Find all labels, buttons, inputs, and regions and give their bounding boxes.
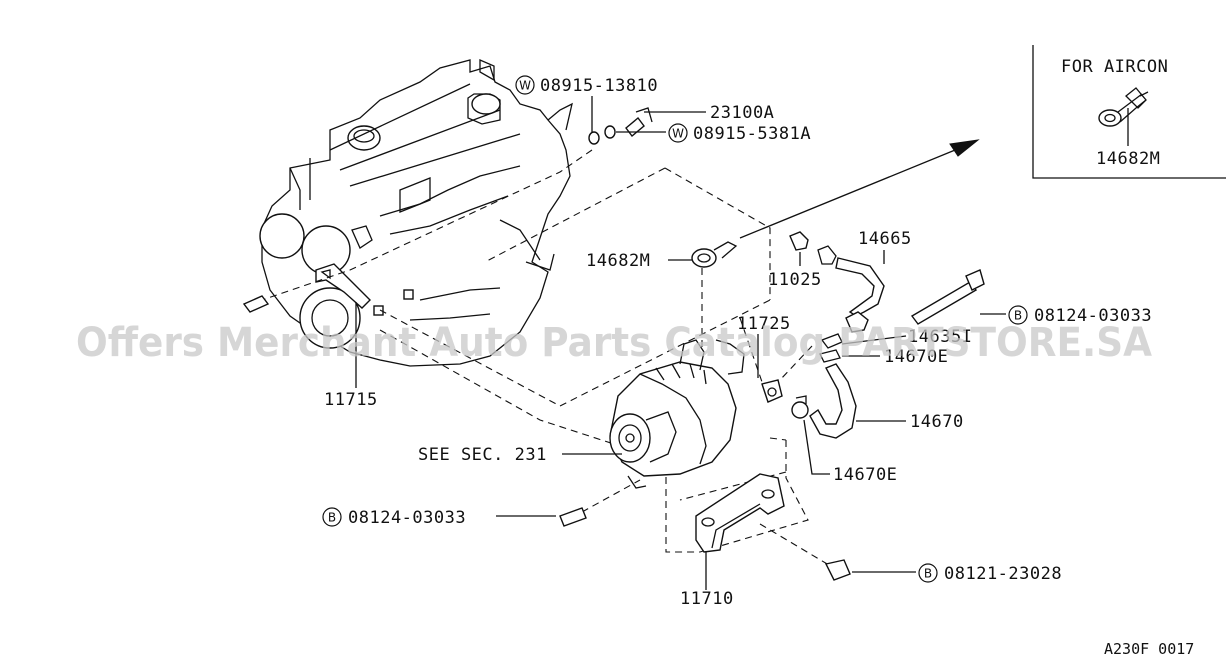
part-labels: 08915-13810 23100A 08915-5381A 14682M 11… — [324, 76, 1152, 609]
inset-border — [1032, 45, 1226, 179]
diagram-code: A230F 0017 — [1104, 640, 1194, 658]
label-14682M: 14682M — [586, 251, 650, 271]
hose-14665 — [835, 257, 885, 317]
watermark-text: Offers Merchant Auto Parts Catalog PARTS… — [76, 320, 1152, 366]
bracket-11710-illustration — [695, 473, 785, 553]
bolt-08124-03033-left — [559, 507, 587, 527]
label-08124-03033-left: 08124-03033 — [348, 508, 466, 528]
badge-w-13810: W — [515, 75, 535, 95]
svg-text:B: B — [328, 511, 336, 525]
inset-connector-icon — [1098, 87, 1149, 127]
bolt-left-engine — [242, 295, 270, 313]
alternator-illustration — [609, 339, 745, 489]
inset-title: FOR AIRCON — [1061, 57, 1168, 77]
svg-text:W: W — [519, 79, 531, 93]
badge-b-bottom: B — [918, 563, 938, 583]
label-08915-13810: 08915-13810 — [540, 76, 658, 96]
label-14670: 14670 — [910, 412, 964, 432]
label-11715: 11715 — [324, 390, 378, 410]
fitting-14682M — [691, 241, 738, 268]
fitting-11025 — [789, 231, 837, 265]
svg-text:W: W — [672, 127, 684, 141]
engine-block-illustration — [259, 59, 573, 367]
hose-14670 — [809, 363, 857, 439]
label-see-sec-231: SEE SEC. 231 — [418, 445, 547, 465]
washer-08915-13810 — [588, 131, 600, 145]
bolt-08121-23028 — [824, 559, 851, 581]
svg-text:B: B — [924, 567, 932, 581]
label-14635I: 14635I — [908, 327, 972, 347]
label-14665: 14665 — [858, 229, 912, 249]
svg-text:B: B — [1014, 309, 1022, 323]
label-11725: 11725 — [737, 314, 791, 334]
badge-b-left: B — [322, 507, 342, 527]
label-08121-23028: 08121-23028 — [944, 564, 1062, 584]
badge-w-5381A: W — [668, 123, 688, 143]
washer-08915-5381A — [604, 125, 616, 139]
label-14670E-top: 14670E — [884, 347, 948, 367]
bolt-08124-03033-top — [910, 269, 985, 325]
label-11710: 11710 — [680, 589, 734, 609]
aircon-inset: FOR AIRCON 14682M — [1032, 45, 1226, 179]
clamp-14670E — [791, 395, 809, 419]
label-11025: 11025 — [768, 270, 822, 290]
leader-lines — [355, 96, 1006, 590]
label-23100A: 23100A — [710, 103, 774, 123]
fitting-14635I — [819, 311, 869, 363]
inset-part-number: 14682M — [1096, 149, 1160, 169]
label-08124-03033-top: 08124-03033 — [1034, 306, 1152, 326]
label-08915-5381A: 08915-5381A — [693, 124, 811, 144]
clip-11725 — [761, 379, 783, 403]
label-14670E-bottom: 14670E — [833, 465, 897, 485]
badge-b-top: B — [1008, 305, 1028, 325]
aircon-reference-arrow — [739, 139, 980, 239]
